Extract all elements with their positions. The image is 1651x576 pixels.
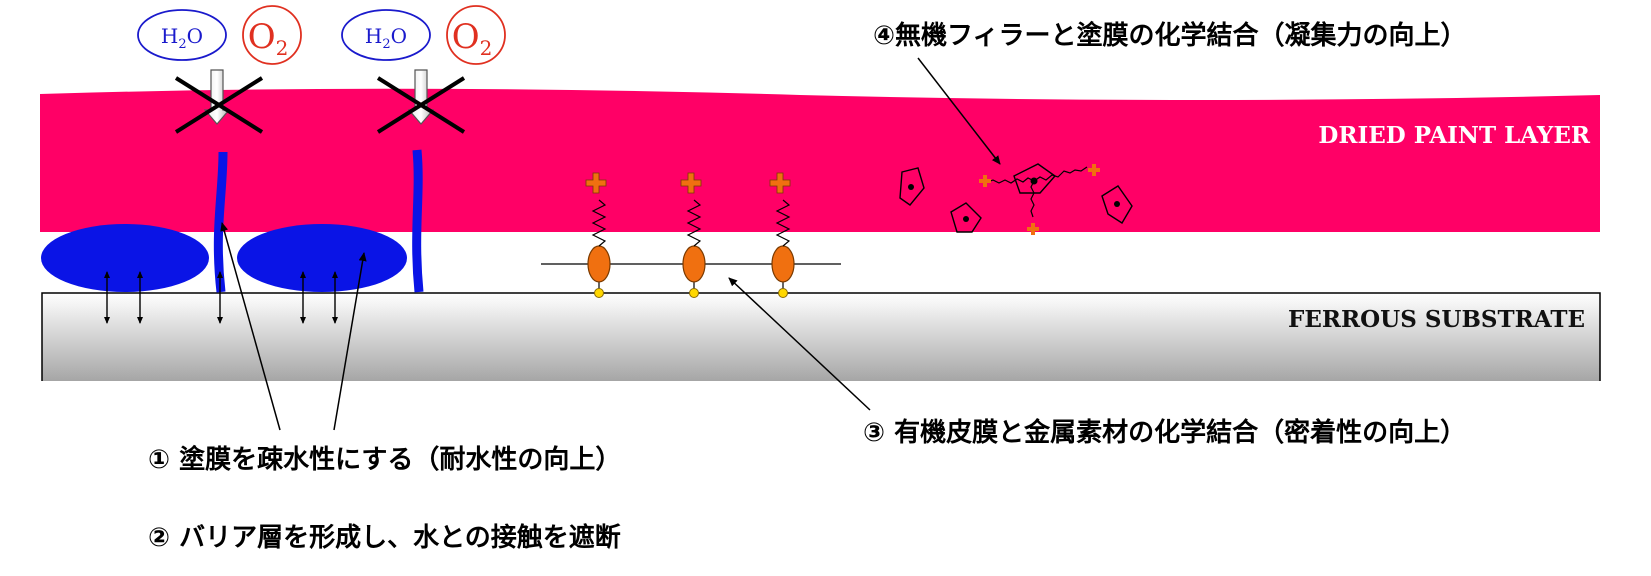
interface-arrows — [104, 271, 338, 324]
molecule-o2-2: O2 — [446, 5, 506, 65]
svg-text:H2O: H2O — [161, 24, 203, 52]
coupling-agent — [769, 172, 795, 298]
water-blob — [237, 224, 407, 292]
filler-particle — [950, 202, 982, 233]
svg-text:O2: O2 — [248, 17, 289, 60]
svg-text:H2O: H2O — [365, 24, 407, 52]
water-penetration-channel — [412, 149, 424, 293]
substrate-outline — [41, 292, 1601, 381]
coupling-agent — [680, 172, 706, 298]
molecule-h2o-1: H2O — [137, 9, 227, 61]
coupling-agent — [585, 172, 611, 298]
dried-paint-layer — [40, 88, 1600, 232]
filler-particle — [1101, 185, 1133, 224]
paint-layer-label: DRIED PAINT LAYER — [1318, 122, 1590, 149]
blocked-arrow — [376, 69, 466, 134]
annotation-adhesion: ③ 有機皮膜と金属素材の化学結合（密着性の向上） — [863, 417, 1466, 448]
water-penetration-channel — [213, 151, 228, 293]
annotation-hydrophobic: ① 塗膜を疎水性にする（耐水性の向上） — [148, 444, 621, 475]
svg-text:O2: O2 — [452, 17, 493, 60]
substrate-label: FERROUS SUBSTRATE — [1288, 306, 1585, 333]
molecule-o2-1: O2 — [242, 5, 302, 65]
inorganic-filler-group — [899, 163, 1133, 235]
molecule-h2o-2: H2O — [341, 9, 431, 61]
water-blob — [41, 224, 209, 292]
filler-bonded-center — [979, 163, 1100, 235]
blocked-arrow — [174, 69, 264, 134]
pointer-lines — [220, 57, 1001, 431]
annotation-cohesion: ④無機フィラーと塗膜の化学結合（凝集力の向上） — [873, 20, 1467, 51]
annotation-barrier: ② バリア層を形成し、水との接触を遮断 — [148, 522, 621, 553]
filler-particle — [899, 167, 925, 206]
coupling-agent-group — [585, 172, 795, 298]
